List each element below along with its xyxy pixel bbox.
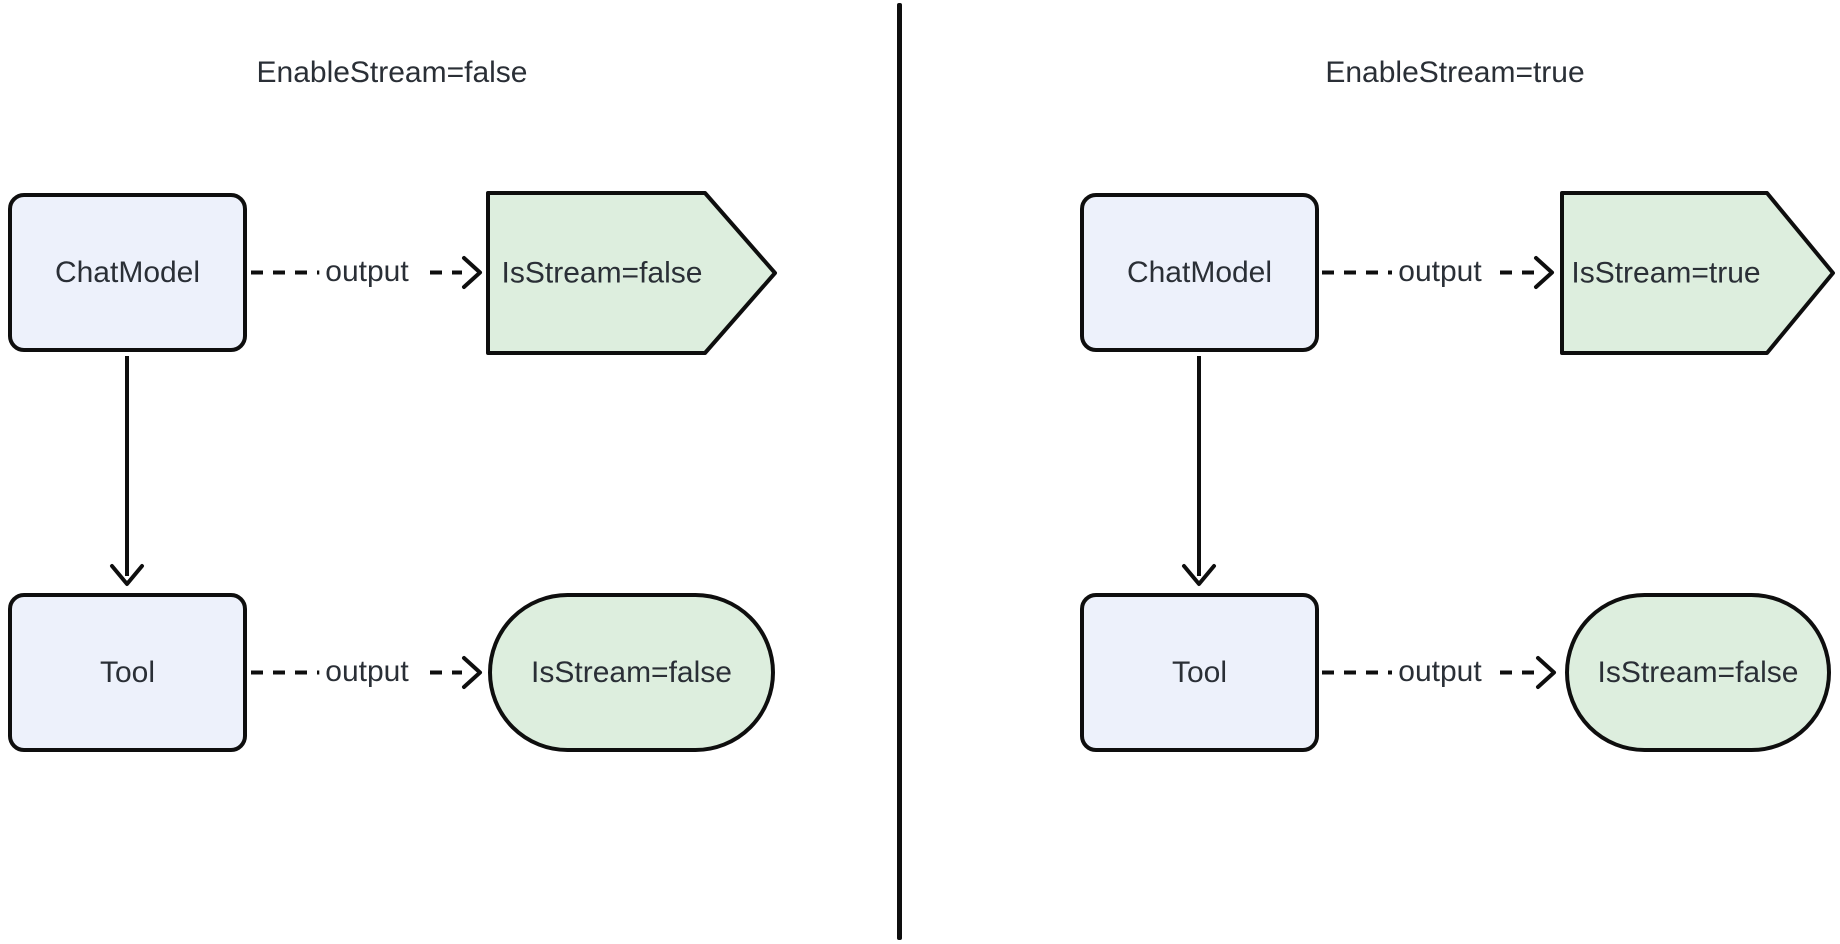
edge-left-chatmodel-to-tool <box>110 356 144 586</box>
arrowhead-right-icon <box>1536 656 1556 689</box>
edge-left-tool-output <box>251 656 482 689</box>
arrowhead-down-icon <box>1182 564 1216 586</box>
arrowhead-right-icon <box>462 256 482 289</box>
arrowhead-down-icon <box>110 564 144 586</box>
edge-right-chatmodel-to-tool <box>1182 356 1216 586</box>
arrowhead-right-icon <box>462 656 482 689</box>
edge-left-chatmodel-output <box>251 256 482 289</box>
edge-right-chatmodel-output <box>1322 256 1554 289</box>
edge-right-tool-output <box>1322 656 1556 689</box>
panel-divider <box>897 3 902 940</box>
arrowhead-right-icon <box>1534 256 1554 289</box>
